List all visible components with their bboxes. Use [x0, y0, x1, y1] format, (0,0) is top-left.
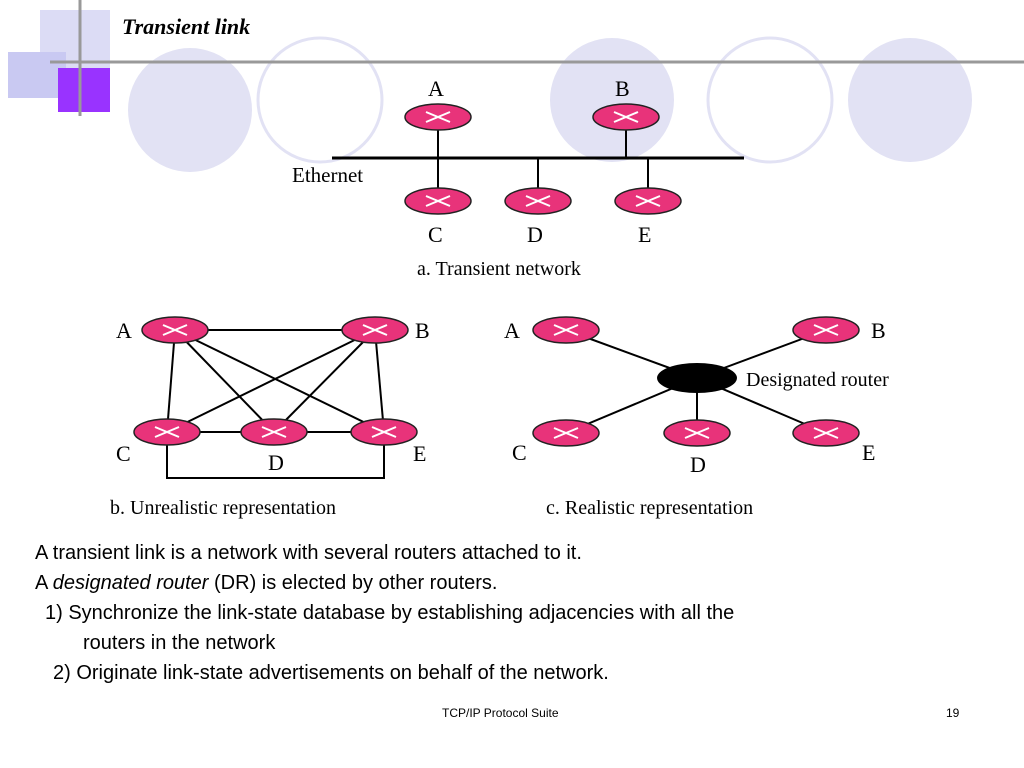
caption-b: b. Unrealistic representation [110, 497, 336, 519]
edge-c-e [166, 432, 385, 479]
router-d-icon [663, 419, 731, 447]
router-c-icon [404, 187, 472, 215]
router-a-label: A [428, 76, 444, 101]
router-c-icon [133, 418, 201, 446]
designated-router-term: designated router [52, 572, 209, 594]
router-b-icon [792, 316, 860, 344]
router-c-icon [532, 419, 600, 447]
ethernet-label: Ethernet [292, 163, 363, 187]
body-line-1: A transient link is a network with sever… [35, 542, 582, 564]
footer-text: TCP/IP Protocol Suite [442, 706, 559, 720]
page-number: 19 [946, 706, 960, 720]
router-c-label: C [512, 440, 527, 465]
slide-title: Transient link [122, 14, 251, 39]
router-b-icon [592, 103, 660, 131]
designated-router-label: Designated router [746, 369, 889, 391]
router-e-label: E [862, 440, 875, 465]
router-b-icon [341, 316, 409, 344]
body-line-2: A designated router (DR) is elected by o… [35, 568, 995, 598]
router-d-icon [240, 418, 308, 446]
router-a-icon [404, 103, 472, 131]
edge-b-e [374, 329, 385, 433]
router-b-label: B [615, 76, 630, 101]
caption-a: a. Transient network [417, 258, 581, 280]
body-line-2-suffix: (DR) is elected by other routers. [208, 572, 498, 594]
body-line-4: routers in the network [83, 632, 276, 654]
edge-a-e [174, 329, 385, 433]
router-a-icon [532, 316, 600, 344]
router-d-label: D [690, 452, 706, 477]
body-line-3: 1) Synchronize the link-state database b… [45, 602, 735, 624]
router-e-icon [614, 187, 682, 215]
deco-circle-3 [550, 38, 674, 162]
caption-c: c. Realistic representation [546, 497, 753, 519]
router-c-label: C [428, 222, 443, 247]
router-d-label: D [268, 450, 284, 475]
body-line-2-prefix: A [35, 572, 53, 594]
router-d-label: D [527, 222, 543, 247]
edge-a-d [174, 329, 275, 433]
deco-square-purple [58, 68, 110, 112]
deco-circle-5 [848, 38, 972, 162]
router-a-label: A [116, 318, 132, 343]
router-b-label: B [415, 318, 430, 343]
router-a-label: A [504, 318, 520, 343]
router-e-label: E [413, 441, 426, 466]
edge-b-c [166, 329, 376, 433]
body-text: A transient link is a network with sever… [35, 538, 995, 688]
router-e-icon [792, 419, 860, 447]
deco-circle-4 [706, 36, 834, 164]
designated-router-node [657, 363, 737, 393]
router-c-label: C [116, 441, 131, 466]
part-b-unrealistic: A B C D E b. Unrealistic representation [110, 316, 430, 519]
router-e-icon [350, 418, 418, 446]
body-line-5: 2) Originate link-state advertisements o… [53, 662, 609, 684]
part-a-transient-network: A B C D E Ethernet a. Transient network [292, 76, 744, 280]
part-c-realistic: A B C D E Designated router c. Realistic… [504, 316, 889, 519]
router-a-icon [141, 316, 209, 344]
edge-b-d [273, 329, 376, 433]
deco-circle-2 [256, 36, 384, 164]
edge-a-c [166, 329, 176, 433]
router-e-label: E [638, 222, 651, 247]
deco-circle-1 [128, 48, 252, 172]
router-d-icon [504, 187, 572, 215]
deco-square-lavender [8, 52, 66, 98]
router-b-label: B [871, 318, 886, 343]
